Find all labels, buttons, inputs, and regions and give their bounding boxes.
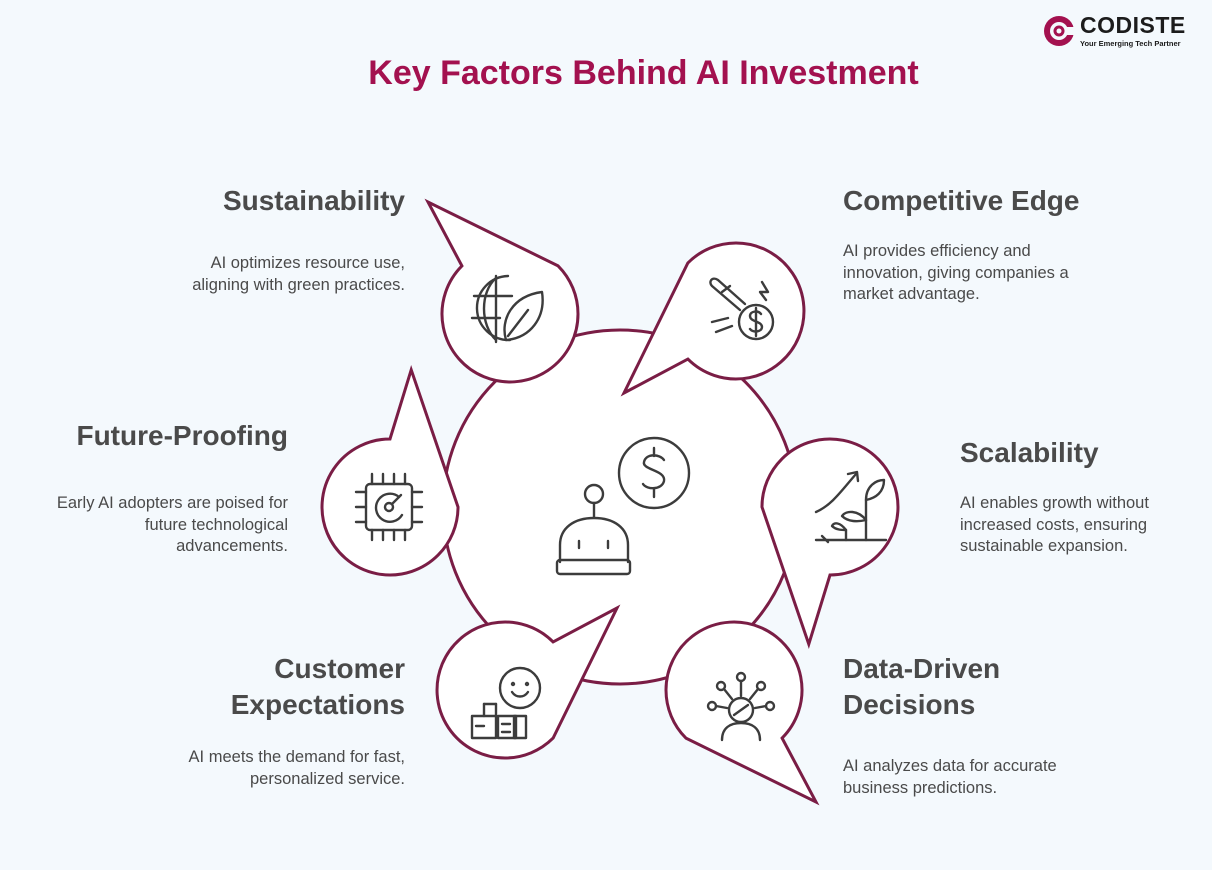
dollar-rocket-icon <box>709 277 775 341</box>
page-title: Key Factors Behind AI Investment <box>368 54 919 92</box>
factor-desc-future-proofing: Early AI adopters are poised for future … <box>56 494 288 555</box>
factor-desc-sustainability: AI optimizes resource use, aligning with… <box>192 254 405 294</box>
brand-name: CODISTE <box>1080 12 1186 38</box>
codiste-logo-icon <box>1044 16 1076 46</box>
factor-heading-future-proofing: Future-Proofing <box>76 420 288 451</box>
factor-heading-customer-expectations: Customer Expectations <box>230 653 405 720</box>
smiley-building-icon <box>470 666 542 740</box>
brand-logo: CODISTE Your Emerging Tech Partner <box>1042 12 1202 52</box>
lobe-data-driven-decisions <box>664 620 818 804</box>
factor-desc-data-driven-decisions: AI analyzes data for accurate business p… <box>843 757 1057 797</box>
factor-desc-scalability: AI enables growth without increased cost… <box>960 494 1149 555</box>
factor-desc-customer-expectations: AI meets the demand for fast, personaliz… <box>188 748 405 788</box>
globe-leaf-icon <box>470 274 544 344</box>
brand-tagline: Your Emerging Tech Partner <box>1080 39 1181 48</box>
factor-heading-competitive-edge: Competitive Edge <box>843 185 1080 216</box>
person-data-icon <box>706 671 776 742</box>
factor-desc-competitive-edge: AI provides efficiency and innovation, g… <box>843 242 1069 303</box>
factor-heading-sustainability: Sustainability <box>222 185 405 216</box>
growth-plant-icon <box>814 470 888 544</box>
dollar-coin-icon <box>617 436 691 510</box>
robot-head-icon <box>555 483 632 576</box>
chip-gauge-icon <box>354 472 424 542</box>
lobe-competitive-edge <box>622 241 806 395</box>
factor-heading-scalability: Scalability <box>960 437 1099 468</box>
lobe-sustainability <box>426 200 580 384</box>
factor-heading-data-driven-decisions: Data-Driven Decisions <box>843 653 1001 720</box>
